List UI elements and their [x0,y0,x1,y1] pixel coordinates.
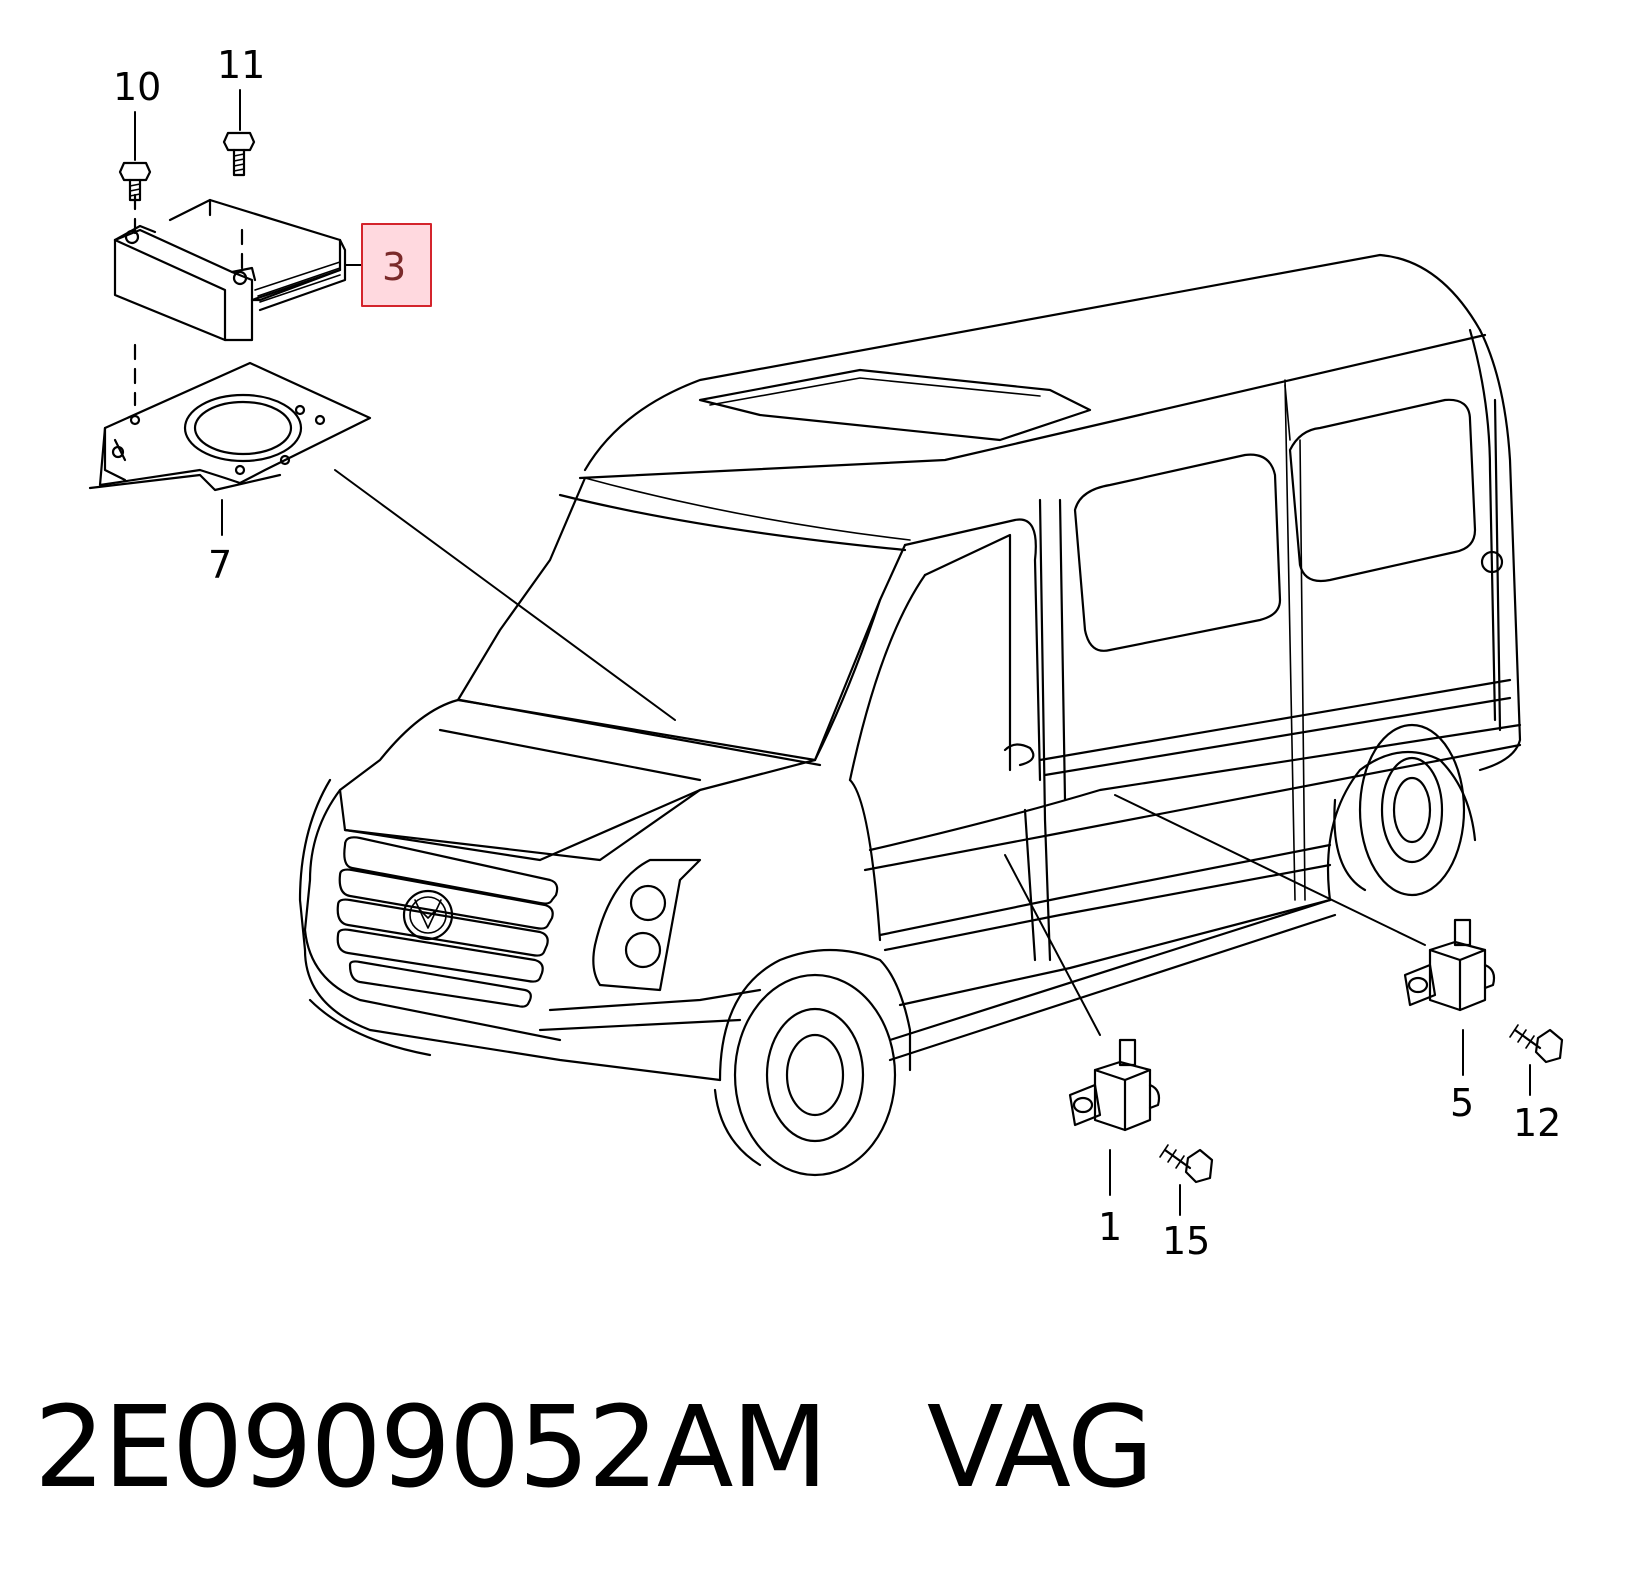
brand-name: VAG [926,1383,1154,1513]
callout-11: 11 [217,43,265,87]
callout-7: 7 [208,543,232,587]
hood [338,698,817,862]
callout-3: 3 [382,245,406,289]
part-number-caption: 2E0909052AM VAG [34,1392,1154,1504]
callout-1: 1 [1098,1205,1122,1249]
bolt-12 [1509,1024,1564,1064]
headlight [592,858,702,992]
rear-wheel [1333,723,1466,897]
sunroof [698,368,1092,442]
callout-12: 12 [1513,1101,1561,1145]
callout-10: 10 [113,65,161,109]
front-grille [336,836,559,1008]
crash-sensor-1 [1068,1038,1161,1132]
crash-sensor-5 [1403,918,1496,1012]
callout-15: 15 [1162,1219,1210,1263]
callout-3-highlight [361,223,432,307]
vw-badge [402,889,454,941]
bolt-10 [118,161,152,202]
airbag-control-unit [113,193,347,342]
front-wheel [713,973,897,1177]
callout-5: 5 [1450,1081,1474,1125]
mounting-bracket [88,343,372,492]
rear-side-window [1288,398,1477,583]
part-number: 2E0909052AM [34,1383,828,1513]
bolt-15 [1159,1144,1214,1184]
bolt-11 [222,131,256,177]
van-illustration [298,253,1522,1177]
sliding-door-window [1073,453,1282,652]
